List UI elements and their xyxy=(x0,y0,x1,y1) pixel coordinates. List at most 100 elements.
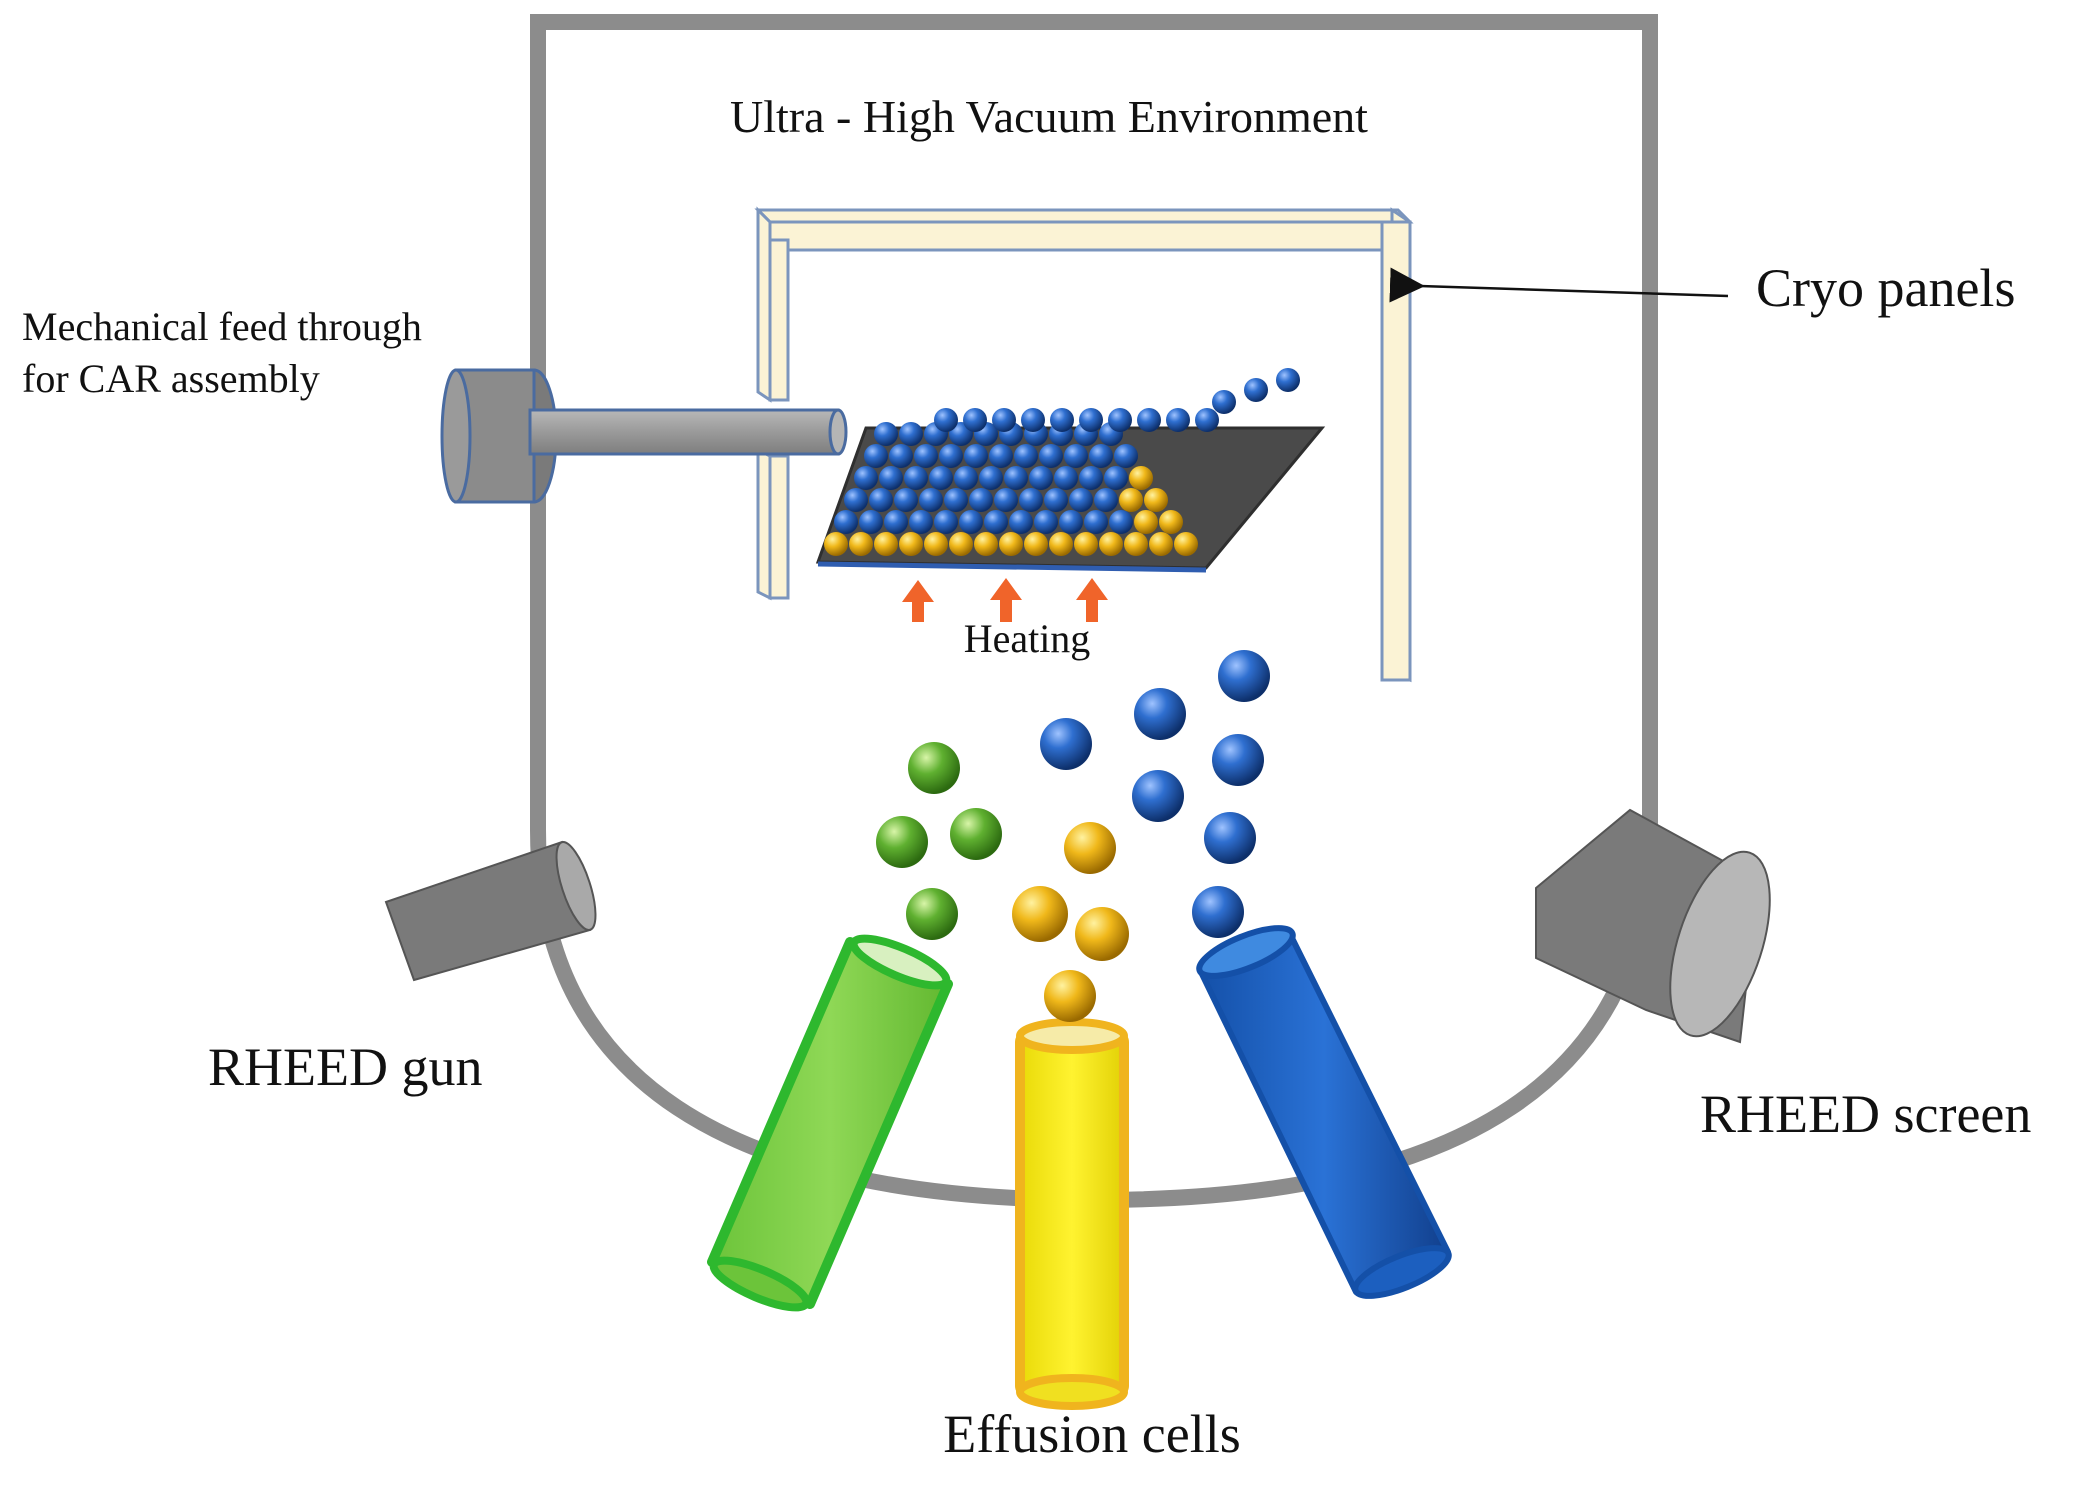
blue-atom xyxy=(1004,466,1028,490)
blue-atom xyxy=(954,466,978,490)
gold-atom xyxy=(1044,970,1096,1022)
blue-atom xyxy=(929,466,953,490)
gold-atom xyxy=(999,532,1023,556)
gold-atom xyxy=(1174,532,1198,556)
blue-atom xyxy=(1195,408,1219,432)
rheed-screen xyxy=(1535,808,1771,1044)
green-atom xyxy=(906,888,958,940)
blue-atom xyxy=(1114,444,1138,468)
effusion-cell-blue xyxy=(1196,925,1452,1299)
blue-atom xyxy=(1029,466,1053,490)
gold-atom xyxy=(949,532,973,556)
cryo-panels xyxy=(754,206,1414,683)
green-atom xyxy=(876,816,928,868)
environment-label: Ultra - High Vacuum Environment xyxy=(730,91,1368,142)
gold-atom xyxy=(1124,532,1148,556)
blue-atom xyxy=(934,510,958,534)
blue-atom xyxy=(1054,466,1078,490)
gold-atom xyxy=(924,532,948,556)
blue-atom xyxy=(1109,510,1133,534)
blue-atom xyxy=(1212,734,1264,786)
gold-atom xyxy=(1075,907,1129,961)
gold-atom xyxy=(824,532,848,556)
blue-atom xyxy=(1039,444,1063,468)
blue-atom xyxy=(1019,488,1043,512)
blue-atom xyxy=(869,488,893,512)
effusion-cell-yellow xyxy=(1015,1018,1129,1410)
gold-atom xyxy=(899,532,923,556)
gold-atom xyxy=(1134,510,1158,534)
gold-atom xyxy=(1012,886,1068,942)
blue-atom xyxy=(844,488,868,512)
blue-atom xyxy=(1094,488,1118,512)
blue-atom xyxy=(899,422,923,446)
blue-atom xyxy=(1104,466,1128,490)
blue-atom xyxy=(1079,408,1103,432)
blue-atom xyxy=(963,408,987,432)
blue-atom xyxy=(1166,408,1190,432)
gold-atom xyxy=(1119,488,1143,512)
heating-label: Heating xyxy=(964,616,1091,661)
gold-atom xyxy=(1144,488,1168,512)
blue-atom xyxy=(1034,510,1058,534)
blue-atom xyxy=(1079,466,1103,490)
heating-arrows xyxy=(902,578,1108,622)
desorbing-atoms xyxy=(1212,368,1300,414)
gold-atom xyxy=(1099,532,1123,556)
mechanical-feedthrough-label-line2: for CAR assembly xyxy=(22,356,320,401)
blue-atom xyxy=(1089,444,1113,468)
blue-atom xyxy=(1204,812,1256,864)
blue-atom xyxy=(992,408,1016,432)
blue-atom xyxy=(854,466,878,490)
blue-atom xyxy=(1044,488,1068,512)
blue-atom xyxy=(889,444,913,468)
gold-atom xyxy=(1159,510,1183,534)
blue-atom xyxy=(934,408,958,432)
cryo-panels-label: Cryo panels xyxy=(1756,258,2015,318)
blue-atom xyxy=(1084,510,1108,534)
blue-atom xyxy=(1040,718,1092,770)
blue-atom xyxy=(859,510,883,534)
mechanical-feedthrough-label-line1: Mechanical feed through xyxy=(22,304,422,349)
blue-atom xyxy=(1134,688,1186,740)
blue-atom xyxy=(1064,444,1088,468)
blue-atom xyxy=(1192,886,1244,938)
gold-atom xyxy=(1049,532,1073,556)
blue-atom xyxy=(1014,444,1038,468)
blue-atom xyxy=(874,422,898,446)
gold-atom xyxy=(1129,466,1153,490)
gold-atom xyxy=(1064,822,1116,874)
gold-atom xyxy=(1024,532,1048,556)
gold-atom xyxy=(1074,532,1098,556)
mechanical-feedthrough xyxy=(440,368,848,504)
blue-atom xyxy=(1021,408,1045,432)
blue-atom xyxy=(1069,488,1093,512)
blue-atom xyxy=(884,510,908,534)
gold-atom xyxy=(874,532,898,556)
cryo-panels-leader-arrow xyxy=(1389,267,1729,303)
blue-atom xyxy=(1059,510,1083,534)
blue-atom xyxy=(834,510,858,534)
blue-atom xyxy=(1218,650,1270,702)
rheed-gun xyxy=(384,840,597,982)
blue-atom xyxy=(914,444,938,468)
blue-atom xyxy=(979,466,1003,490)
green-atom xyxy=(950,808,1002,860)
effusion-cell-green xyxy=(707,934,953,1312)
blue-atom xyxy=(959,510,983,534)
blue-atom xyxy=(909,510,933,534)
blue-atom xyxy=(989,444,1013,468)
blue-atom xyxy=(994,488,1018,512)
gold-atom xyxy=(849,532,873,556)
blue-atom xyxy=(919,488,943,512)
blue-atom xyxy=(939,444,963,468)
effusion-cells-label: Effusion cells xyxy=(943,1404,1240,1464)
molecular-beam-atoms xyxy=(876,650,1270,1022)
rheed-gun-label: RHEED gun xyxy=(208,1037,482,1097)
rheed-screen-label: RHEED screen xyxy=(1700,1084,2031,1144)
gold-atom xyxy=(1149,532,1173,556)
substrate-edge xyxy=(817,561,1207,573)
blue-atom xyxy=(904,466,928,490)
blue-atom xyxy=(964,444,988,468)
